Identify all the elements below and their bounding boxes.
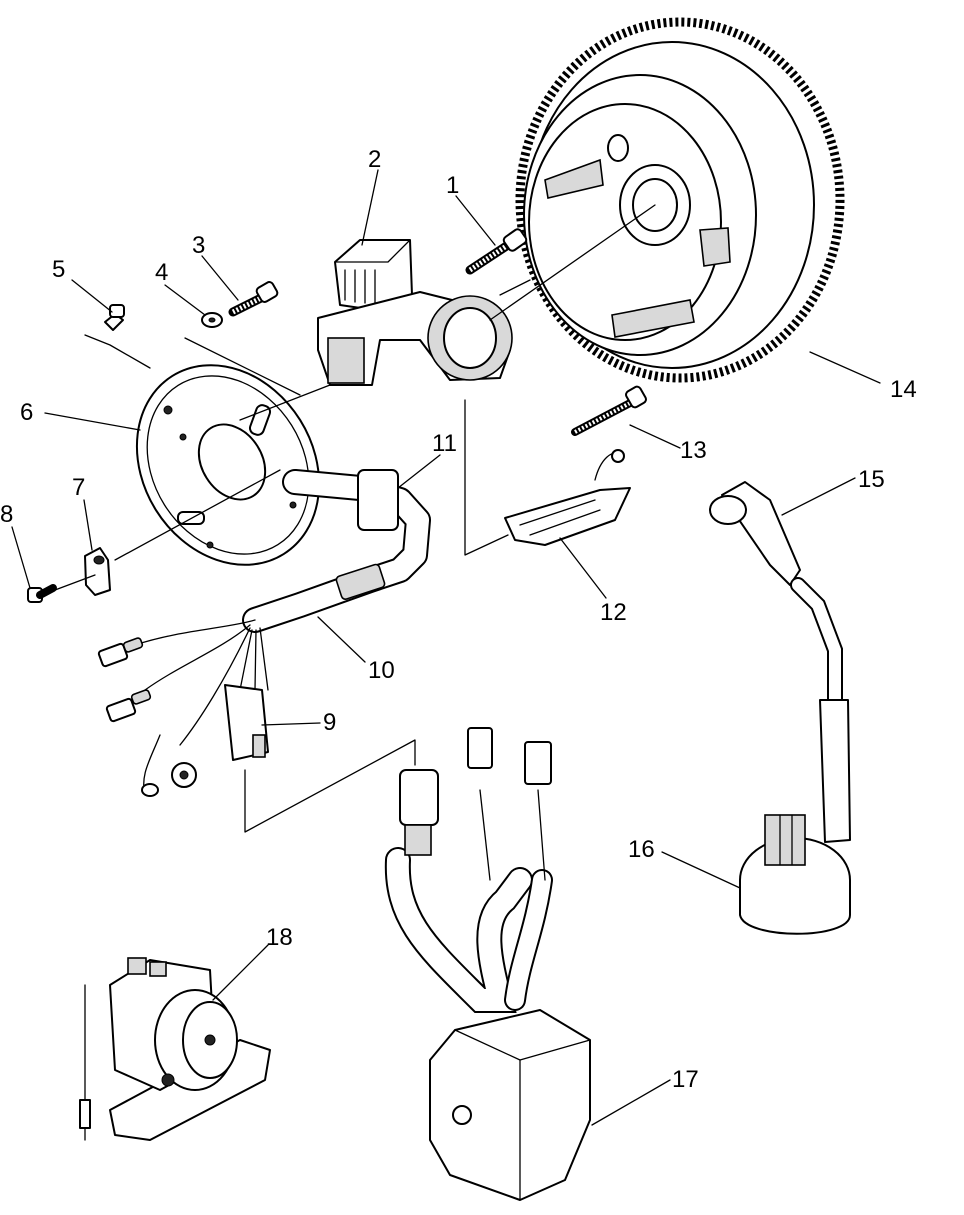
callout-4: 4 [155, 259, 168, 286]
callout-labels: 2 1 3 4 5 6 7 8 9 10 11 12 13 14 15 16 1… [0, 146, 917, 1093]
callout-14: 14 [890, 376, 917, 403]
callout-6: 6 [20, 399, 33, 426]
ring-terminal [141, 734, 197, 797]
leader-lines [11, 169, 881, 1126]
screw-13 [571, 385, 647, 436]
callout-17: 17 [672, 1066, 699, 1093]
callout-18: 18 [266, 924, 293, 951]
spark-plug-cap-15 [709, 481, 843, 708]
clip-7 [84, 547, 111, 596]
stator-coil-assembly [317, 239, 513, 386]
stator-plate [135, 364, 321, 566]
spade-terminal [105, 689, 152, 723]
washer-4 [201, 312, 223, 328]
callout-9: 9 [323, 709, 336, 736]
screw-1 [465, 228, 528, 275]
callout-10: 10 [368, 657, 395, 684]
starter-solenoid-18 [79, 957, 271, 1141]
callout-12: 12 [600, 599, 627, 626]
callout-7: 7 [72, 474, 85, 501]
ignition-coil-16 [739, 699, 851, 935]
callout-3: 3 [192, 232, 205, 259]
spade-terminal [97, 637, 144, 668]
cdi-box-17 [384, 727, 591, 1201]
screw-8 [27, 584, 57, 603]
callout-13: 13 [680, 437, 707, 464]
callout-2: 2 [368, 146, 381, 173]
callout-5: 5 [52, 256, 65, 283]
callout-1: 1 [446, 172, 459, 199]
wire-harness [97, 469, 431, 797]
callout-16: 16 [628, 836, 655, 863]
callout-15: 15 [858, 466, 885, 493]
screw-3 [228, 281, 279, 317]
flywheel [515, 17, 845, 383]
callout-8: 8 [0, 501, 13, 528]
screw-5 [104, 304, 125, 331]
assembly-guide-lines [54, 204, 656, 833]
clamp-11 [357, 469, 399, 531]
callout-11: 11 [432, 430, 457, 457]
connector-9 [224, 684, 269, 761]
sensor-12 [504, 449, 631, 546]
